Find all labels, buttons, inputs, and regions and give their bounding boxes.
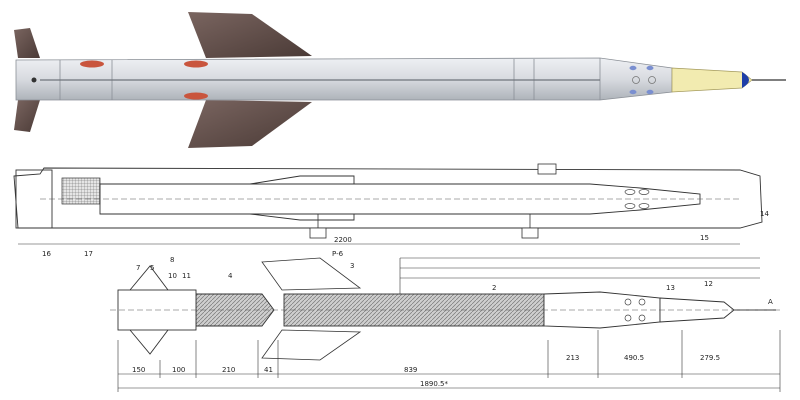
bottom-dimension-chain — [117, 330, 781, 392]
upper-reference-lines — [399, 257, 760, 294]
label-4: 4 — [228, 272, 233, 280]
panel-lines — [40, 58, 601, 100]
port-oval-2 — [184, 60, 208, 68]
container-grid-section — [61, 177, 101, 205]
wing-outline — [249, 175, 355, 221]
label-14: 14 — [760, 210, 769, 218]
label-12: 12 — [704, 280, 713, 288]
dim-100: 100 — [172, 366, 185, 374]
label-2: 2 — [492, 284, 496, 292]
nose-cap — [742, 72, 749, 88]
dim-label-2200: 2200 — [334, 236, 352, 244]
label-3: 3 — [350, 262, 354, 270]
label-p6: P-6 — [332, 250, 344, 258]
dim-490: 490.5 — [624, 354, 644, 362]
dim-150: 150 — [132, 366, 145, 374]
cutaway-wing-upper — [261, 257, 362, 291]
dim-279: 279.5 — [700, 354, 720, 362]
label-11: 11 — [182, 272, 191, 280]
container-outline — [13, 167, 763, 229]
radome — [671, 67, 753, 93]
main-wing-lower — [188, 100, 312, 148]
cutaway-fuze-windows — [624, 298, 646, 322]
dim-41: 41 — [264, 366, 273, 374]
label-13: 13 — [666, 284, 675, 292]
dim-total: 1890.5* — [420, 380, 448, 388]
label-a: A — [768, 298, 773, 306]
missile-outline-body — [99, 183, 701, 215]
missile-cutaway-drawing: 150 100 210 41 839 213 490.5 279.5 1890.… — [110, 250, 781, 392]
fuze-windows — [629, 65, 656, 95]
label-17: 17 — [84, 250, 93, 258]
dim-839: 839 — [404, 366, 417, 374]
rear-fin-upper — [14, 28, 40, 58]
port-oval-1 — [80, 60, 104, 68]
missile-container-outline: 2200 16 17 15 14 — [13, 163, 769, 258]
label-5: 5 — [150, 264, 154, 272]
cutaway-wing-lower — [261, 329, 362, 361]
port-oval-3 — [184, 92, 208, 100]
label-7: 7 — [136, 264, 140, 272]
missile-body — [15, 57, 673, 101]
label-8: 8 — [170, 256, 174, 264]
fuze-window-outlines — [624, 189, 650, 209]
container-tail-frame — [15, 169, 53, 229]
rear-fin-lower — [14, 100, 40, 132]
rear-port — [31, 77, 37, 83]
support-left — [309, 214, 327, 239]
dim-210: 210 — [222, 366, 235, 374]
missile-color-side-view — [14, 12, 786, 148]
tail-fins — [129, 265, 169, 355]
label-16: 16 — [42, 250, 51, 258]
label-10: 10 — [168, 272, 177, 280]
support-right — [521, 163, 557, 239]
main-wing-upper — [188, 12, 312, 58]
label-15: 15 — [700, 234, 709, 242]
warhead-section — [195, 293, 275, 327]
dim-213: 213 — [566, 354, 579, 362]
